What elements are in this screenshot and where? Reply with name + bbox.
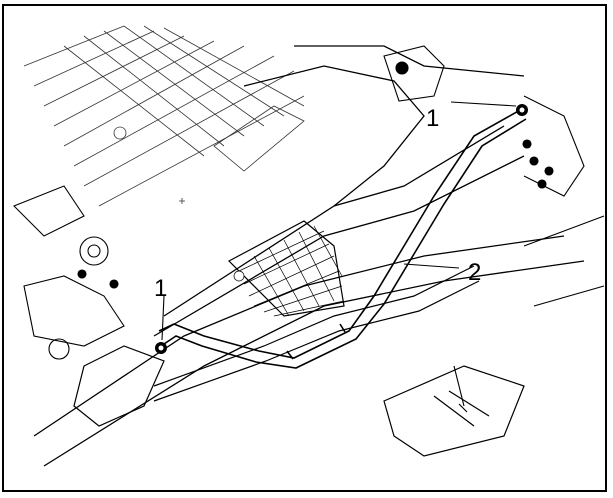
bolt-lower: [155, 342, 167, 354]
callout-label-1-lower: 1: [154, 275, 167, 302]
frame-rail: [33, 45, 585, 467]
engine-block-detail: [23, 25, 305, 207]
exhaust-pipe: [73, 265, 525, 457]
leader-line-1-lower: [161, 295, 165, 341]
diagram-frame: 1 1 2: [2, 4, 607, 492]
leader-line-2: [403, 263, 460, 269]
bolt-upper: [516, 104, 528, 116]
left-suspension: [13, 185, 125, 360]
leader-lines: [161, 101, 517, 341]
callout-label-2: 2: [468, 259, 481, 286]
brace-bar: [158, 108, 527, 369]
mesh-panel: [228, 220, 345, 317]
underbody-illustration: 1 1 2: [13, 25, 605, 467]
leader-line-1-upper: [450, 101, 517, 107]
right-bracket: [383, 45, 605, 413]
callout-label-1-upper: 1: [426, 105, 439, 132]
